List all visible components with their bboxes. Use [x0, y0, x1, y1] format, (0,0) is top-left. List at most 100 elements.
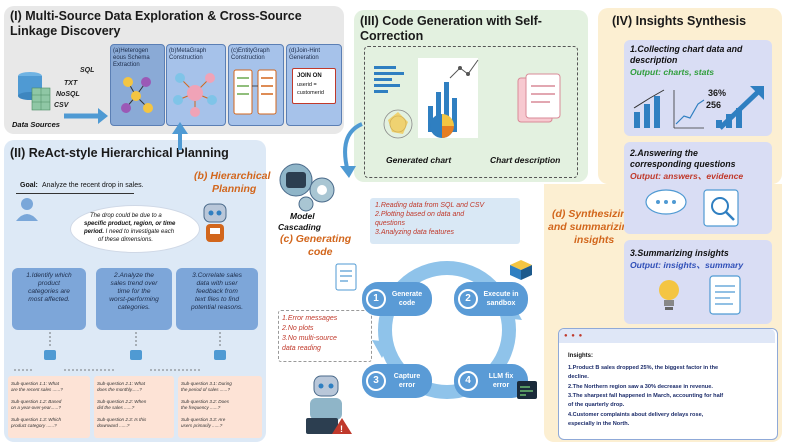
- step-d-label-2: Generation: [289, 55, 319, 61]
- card1-pct-b: 256: [706, 100, 722, 110]
- subquestion-line: users primarily ......?: [181, 423, 223, 428]
- step-b-label-1: (b)MetaGraph: [169, 48, 207, 54]
- schema-graph-icon: [121, 77, 153, 113]
- bubble-line-3: period. I need to investigate each: [84, 229, 174, 235]
- step-label: Capture: [393, 373, 421, 380]
- plan-note-line: questions: [375, 220, 405, 227]
- plan-step-line: sales trend over: [110, 280, 158, 287]
- panel3-title-line1: (III) Code Generation with Self-: [360, 14, 542, 28]
- plan-step-line: most affected.: [28, 296, 70, 303]
- answers-evidence-icon: [645, 189, 739, 227]
- source-txt: TXT: [64, 80, 78, 87]
- insight-line: decline.: [568, 374, 589, 381]
- subquestion-line: does the monthly......?: [97, 387, 142, 392]
- model-cascading-label-2: Cascading: [278, 222, 321, 232]
- step-number-badge: 2: [458, 289, 478, 309]
- goal-underline: [16, 193, 134, 194]
- subquestion-line: Sub-question 2.1: What: [97, 381, 146, 386]
- plan-step-line: worst-performing: [109, 296, 159, 303]
- step-label: code: [398, 300, 416, 307]
- subquestion-line: Sub-question 3.2: Does: [181, 399, 230, 404]
- hierarchical-planning-callout-1: (b) Hierarchical: [194, 170, 271, 182]
- step-a-label-3: Extraction: [113, 62, 140, 68]
- chart-description-label: Chart description: [490, 155, 561, 165]
- card2-title-1: 2.Answering the: [630, 148, 698, 158]
- card1-pct-a: 36%: [708, 88, 727, 98]
- generated-charts-icon: [374, 58, 479, 139]
- step-a-label-2: eous Schema: [113, 55, 150, 61]
- join-hint-note: [292, 68, 336, 104]
- generated-chart-label: Generated chart: [386, 155, 452, 165]
- curved-arrow-icon: [340, 122, 363, 178]
- metagraph-icon: [173, 73, 217, 117]
- bubble-line-1: The drop could be due to a: [90, 213, 162, 219]
- card1-sub: Output: charts, stats: [630, 67, 715, 77]
- sandbox-box-icon: [510, 260, 532, 280]
- card1-title-2: description: [630, 55, 678, 65]
- svg-text:!: !: [340, 424, 343, 434]
- plan-step-line: categories.: [117, 304, 151, 311]
- insight-line: 3.The sharpest fall happened in March, a…: [568, 392, 724, 399]
- data-sources-label: Data Sources: [12, 120, 60, 129]
- chart-output-frame: [364, 46, 578, 178]
- source-nosql: NoSQL: [56, 91, 80, 98]
- insight-card-answering: [624, 142, 772, 234]
- step-c-label-2: Construction: [231, 55, 265, 61]
- user-avatar-icon: [16, 198, 38, 221]
- insight-line: especially in the North.: [568, 420, 630, 427]
- insights-window-titlebar: [559, 329, 775, 343]
- plan-step-line: text files to find: [195, 296, 239, 303]
- panel2-title: (II) ReAct-style Hierarchical Planning: [10, 146, 229, 160]
- growth-chart-icon: [633, 86, 764, 130]
- generating-code-label-2: code: [308, 246, 333, 258]
- step-c-label-1: (c)EntityGraph: [231, 48, 270, 54]
- card3-sub: Output: insights、summary: [630, 260, 744, 270]
- entity-table-icon: [233, 69, 277, 115]
- error-note-line: 1.Error messages: [282, 315, 338, 322]
- card3-title: 3.Summarizing insights: [630, 248, 729, 258]
- subquestion-line: downward ......?: [97, 423, 130, 428]
- plan-note-line: 3.Analyzing data features: [375, 229, 454, 236]
- subquestion-line: Sub-question 3.3: Are: [181, 417, 226, 422]
- card2-sub: Output: answers、evidence: [630, 171, 744, 181]
- insight-card-summarizing: [624, 240, 772, 324]
- bubble-line-4: of these dimensions.: [98, 237, 154, 243]
- subq-box-2: [94, 376, 174, 438]
- error-note-line: data reading: [282, 345, 321, 352]
- step-label: Generate: [391, 291, 423, 298]
- robot-icon: [203, 203, 227, 242]
- panel1-title-line1: (I) Multi-Source Data Exploration & Cros…: [10, 9, 302, 23]
- join-hint-line-3: customerid: [297, 90, 324, 96]
- insights-label: Insights:: [568, 353, 593, 359]
- goal-text: Analyze the recent drop in sales.: [42, 182, 144, 189]
- bubble-line-2: specific product, region, or time: [84, 221, 176, 227]
- subquestion-line: the period of sales ......?: [181, 387, 231, 392]
- lightbulb-icon: [659, 280, 679, 310]
- step-d-label-1: (d)Join-Hint: [289, 48, 321, 54]
- insight-line: 1.Product B sales dropped 25%, the bigge…: [568, 365, 719, 371]
- subquestion-line: Sub-question 2.2: When: [97, 399, 147, 404]
- plan-step-line: potential reasons.: [190, 304, 244, 311]
- step-card-schema-extraction: [110, 44, 165, 126]
- panel3-title-line2: Correction: [360, 29, 424, 43]
- step-number-badge: 1: [366, 289, 386, 309]
- subquestion-line: on a year-over-year......?: [11, 405, 61, 410]
- insights-window: [558, 328, 778, 440]
- synthesizing-label-3: insights: [574, 234, 615, 246]
- step-label: sandbox: [486, 300, 516, 307]
- subquestion-line: Sub-question 1.3: Which: [11, 417, 62, 422]
- model-cascading-icon: [279, 163, 335, 212]
- developer-robot-icon: !: [306, 375, 352, 434]
- plan-step-line: feedback from: [196, 288, 238, 295]
- plan-note-line: 1.Reading data from SQL and CSV: [375, 202, 485, 209]
- subquestion-line: Sub-question 2.3: Is this: [97, 417, 147, 422]
- flow-arrow-icon: [64, 108, 108, 124]
- goal-label: Goal:: [20, 182, 38, 189]
- insight-line: of the quarterly drop.: [568, 402, 625, 409]
- code-file-icon: [335, 263, 357, 291]
- source-sql: SQL: [80, 67, 95, 74]
- bubble-line-3-bold: period.: [84, 229, 105, 235]
- subquestion-line: product category ......?: [11, 423, 57, 428]
- thought-bubble: [70, 205, 200, 253]
